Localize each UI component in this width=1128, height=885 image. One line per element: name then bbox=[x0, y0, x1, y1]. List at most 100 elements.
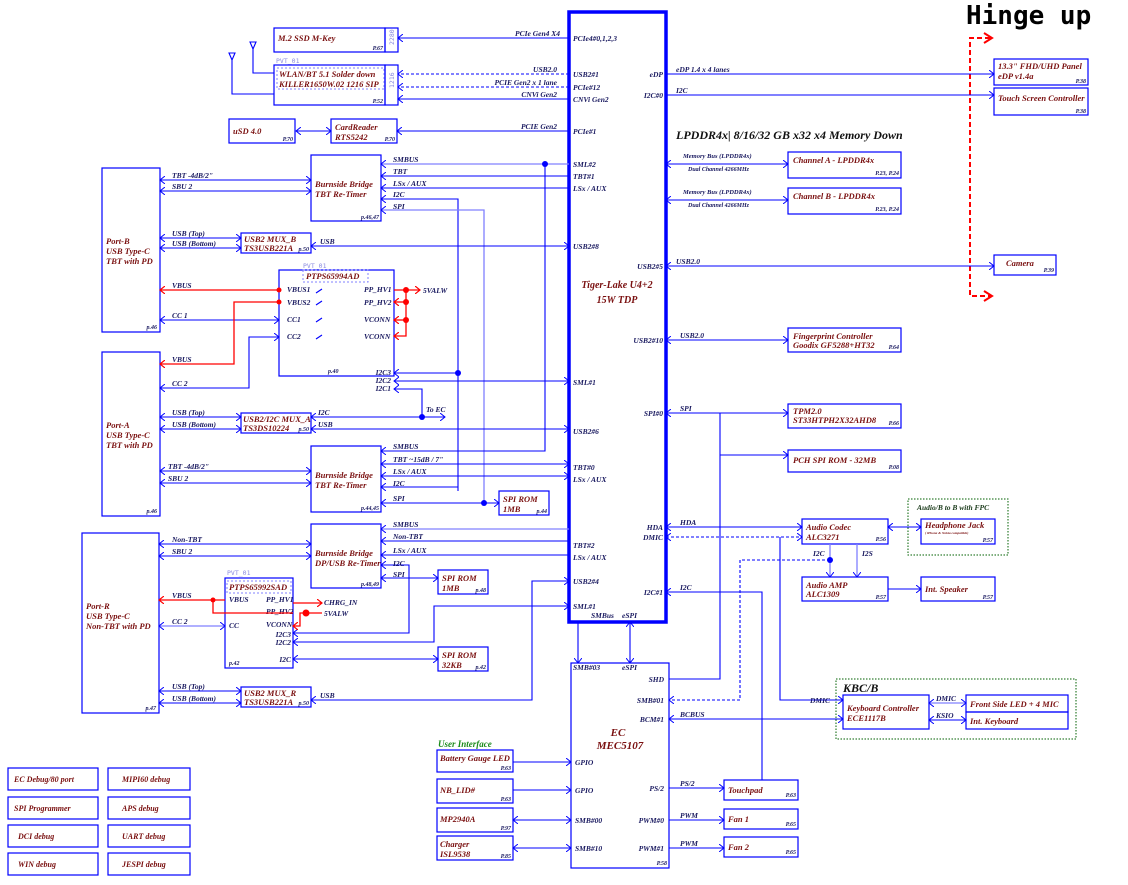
port-label-3: TBT with PD bbox=[106, 256, 153, 266]
cpu-pin: SML#1 bbox=[573, 378, 596, 387]
touchpad-block: Touchpad P.63 bbox=[723, 779, 799, 801]
page-ref: p.48 bbox=[475, 588, 487, 594]
bb-label-2: DP/USB Re-Timer bbox=[314, 558, 381, 568]
cpu-name: Tiger-Lake U4+2 bbox=[581, 280, 652, 291]
speaker-block: Int. Speaker P.57 bbox=[920, 576, 996, 602]
pvt-tag: PVT_01 bbox=[303, 262, 327, 270]
signal-label: I2C bbox=[392, 559, 406, 568]
signal-label: To EC bbox=[426, 405, 447, 414]
cpu-pin: LSx / AUX bbox=[572, 553, 607, 562]
button-label: JESPI debug bbox=[121, 860, 166, 869]
signal-label: SPI bbox=[680, 404, 693, 413]
ec-pin: SMB#01 bbox=[637, 696, 664, 705]
charger-part: ISL9538 bbox=[439, 849, 471, 859]
wlan-label: WLAN/BT 5.1 Solder down bbox=[279, 69, 376, 79]
cpu-pin: PCIe#1 bbox=[573, 127, 596, 136]
pd-title: PTPS65992SAD bbox=[229, 582, 287, 592]
pd-pin: CC1 bbox=[287, 315, 301, 324]
debug-mipi60-button[interactable]: MIPI60 debug bbox=[107, 767, 191, 791]
port-label-2: USB Type-C bbox=[86, 611, 130, 621]
signal-label: I2C bbox=[392, 190, 406, 199]
debug-ec-button[interactable]: EC Debug/80 port bbox=[7, 767, 99, 791]
signal-label: PCIE Gen2 x 1 lane bbox=[494, 78, 557, 87]
page-ref: P.58 bbox=[657, 861, 667, 867]
ec-pin: SMB#00 bbox=[575, 816, 602, 825]
signal-label: eDP 1.4 x 4 lanes bbox=[676, 65, 730, 74]
signal-label: BCBUS bbox=[679, 710, 705, 719]
rom-label: SPI ROM bbox=[442, 650, 477, 660]
debug-win-button[interactable]: WIN debug bbox=[7, 852, 99, 876]
bb-label-2: TBT Re-Timer bbox=[315, 480, 367, 490]
signal-label: TBT -4dB/2" bbox=[172, 171, 213, 180]
hinge-line bbox=[969, 37, 990, 297]
mux-label: USB2 MUX_B bbox=[244, 234, 297, 244]
pd-pin: I2C1 bbox=[375, 384, 391, 393]
pd-pin: CC bbox=[229, 621, 240, 630]
page-ref: P.39 bbox=[1044, 268, 1054, 274]
kbc-board-group: KBC/B Keyboard Controller ECE1117B Front… bbox=[835, 678, 1077, 740]
port-label: Port-A bbox=[106, 420, 130, 430]
debug-buttons: EC Debug/80 port MIPI60 debug SPI Progra… bbox=[7, 767, 191, 876]
bb-label: Burnside Bridge bbox=[314, 179, 373, 189]
ec-pin: SMB#10 bbox=[575, 844, 602, 853]
cpu-pin: USB2#4 bbox=[573, 577, 599, 586]
page-ref: P.23, P.24 bbox=[875, 207, 899, 213]
signal-label: PCIE Gen2 bbox=[521, 122, 557, 131]
debug-uart-button[interactable]: UART debug bbox=[107, 824, 191, 848]
rom-size: 32KB bbox=[441, 660, 462, 670]
page-ref: P.70 bbox=[283, 137, 293, 143]
ec-label: EC bbox=[610, 727, 626, 739]
signal-label: PWM bbox=[680, 811, 698, 820]
button-label: MIPI60 debug bbox=[121, 775, 170, 784]
port-label-2: USB Type-C bbox=[106, 430, 150, 440]
spi-rom-42: SPI ROM 32KB p.42 bbox=[437, 646, 489, 672]
button-label: EC Debug/80 port bbox=[13, 775, 75, 784]
amp-part: ALC1309 bbox=[805, 589, 840, 599]
pvt-tag: PVT_01 bbox=[227, 569, 251, 577]
debug-jespi-button[interactable]: JESPI debug bbox=[107, 852, 191, 876]
signal-label: USB2.0 bbox=[680, 331, 704, 340]
signal-label: PWM bbox=[680, 839, 698, 848]
pd-controller-1: PVT_01 PTPS65994AD p.40 VBUS1 VBUS2 CC1 … bbox=[278, 262, 395, 393]
battery-led-block: Battery Gauge LED P.63 bbox=[436, 749, 514, 773]
signal-labels-left: PCIe Gen4 X4 USB2.0 PCIE Gen2 x 1 lane C… bbox=[168, 29, 560, 703]
fan-label: Fan 2 bbox=[727, 842, 750, 852]
signal-label: HDA bbox=[679, 518, 696, 527]
signal-label: SPI bbox=[393, 494, 406, 503]
signal-label: CC 2 bbox=[172, 379, 188, 388]
page-ref: p.42 bbox=[228, 661, 240, 667]
usb2-mux-b: USB2 MUX_B TS3USB221A p.50 bbox=[240, 232, 312, 254]
ec-pin: GPIO bbox=[575, 786, 594, 795]
pd-pin: PP_HV1 bbox=[364, 285, 392, 294]
burnside-bridge-3: Burnside Bridge DP/USB Re-Timer p.48,49 bbox=[310, 523, 382, 589]
signal-label: I2C bbox=[679, 583, 693, 592]
ec-pin: BCM#1 bbox=[639, 715, 664, 724]
pd-pin: VCONN bbox=[364, 332, 391, 341]
cpu-pin: LSx / AUX bbox=[572, 184, 607, 193]
debug-aps-button[interactable]: APS debug bbox=[107, 796, 191, 820]
cpu-pin: HDA bbox=[646, 523, 663, 532]
fingerprint-part: Goodix GF5288+HT32 bbox=[793, 340, 875, 350]
signal-label: Memory Bus (LPDDR4x) bbox=[682, 153, 752, 160]
ec-pin: SMB#03 bbox=[573, 663, 600, 672]
cardreader-label: CardReader bbox=[335, 122, 378, 132]
channel-label: Channel B - LPDDR4x bbox=[793, 191, 876, 201]
signal-label: USB (Top) bbox=[172, 408, 205, 417]
port-label-3: TBT with PD bbox=[106, 440, 153, 450]
signal-label: TBT ~15dB / 7" bbox=[393, 455, 443, 464]
page-ref: P.63 bbox=[501, 766, 511, 772]
debug-spi-button[interactable]: SPI Programmer bbox=[7, 796, 99, 820]
mux-label: USB2 MUX_R bbox=[244, 688, 297, 698]
fan-label: Fan 1 bbox=[727, 814, 749, 824]
debug-dci-button[interactable]: DCI debug bbox=[7, 824, 99, 848]
signal-label: CC 1 bbox=[172, 311, 188, 320]
ec-pin: PS/2 bbox=[649, 784, 664, 793]
camera-label: Camera bbox=[1006, 258, 1035, 268]
page-ref: P.08 bbox=[889, 465, 899, 471]
signal-label: KSIO bbox=[935, 711, 954, 720]
page-ref: p.50 bbox=[298, 247, 310, 253]
signal-label: SMBUS bbox=[393, 155, 418, 164]
button-label: DCI debug bbox=[17, 832, 54, 841]
page-ref: p.50 bbox=[298, 427, 310, 433]
ec-block: EC MEC5107 P.58 SMB#03 eSPI SHD SMB#01 B… bbox=[570, 662, 670, 869]
